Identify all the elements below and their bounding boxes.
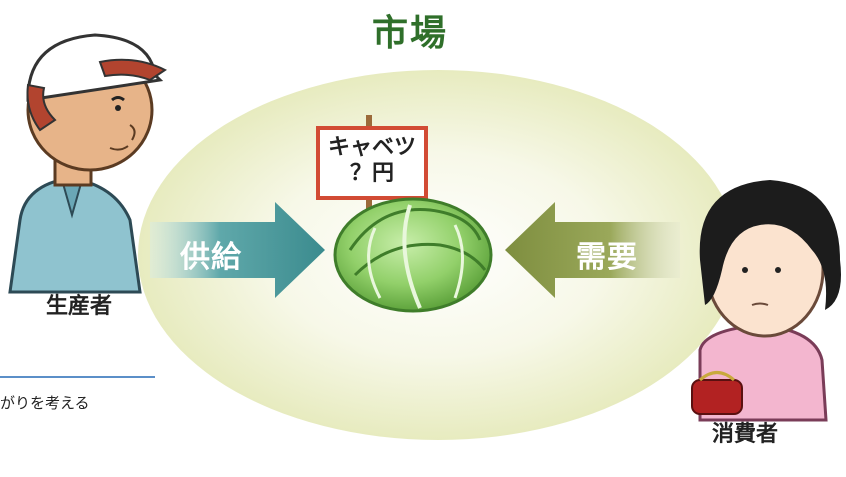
market-title: 市場 xyxy=(372,13,449,54)
supply-arrow xyxy=(150,202,325,298)
sign-price-text: ？円 xyxy=(349,161,394,186)
demand-arrow xyxy=(505,202,680,298)
producer-label: 生産者 xyxy=(46,294,113,319)
cabbage-icon xyxy=(333,197,493,313)
section-rule xyxy=(0,376,155,378)
producer-figure xyxy=(8,33,167,294)
price-sign-icon xyxy=(316,115,428,215)
caption-text: がりを考える xyxy=(0,395,90,412)
consumer-figure xyxy=(691,180,841,422)
purse-icon xyxy=(691,371,743,415)
consumer-label: 消費者 xyxy=(712,422,779,447)
demand-label: 需要 xyxy=(576,240,638,275)
sign-product-text: キャベツ xyxy=(327,135,416,160)
supply-label: 供給 xyxy=(180,240,242,275)
